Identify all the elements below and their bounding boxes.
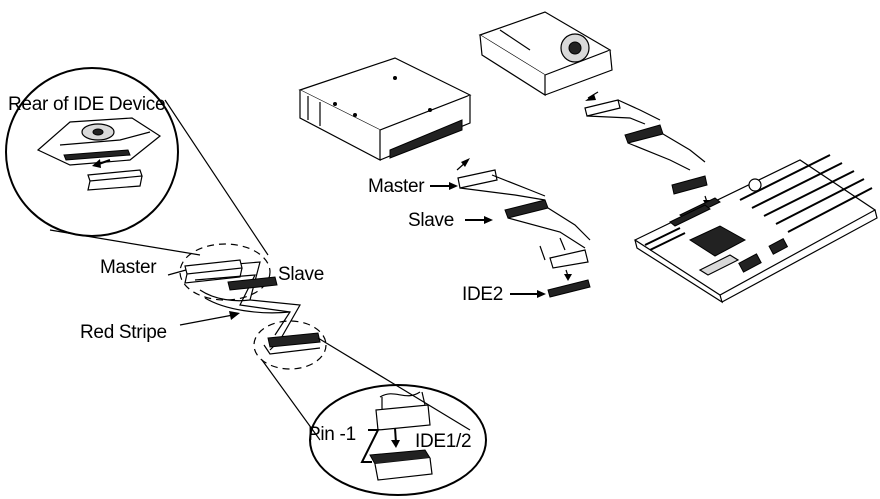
label-pointers	[0, 0, 880, 499]
ide-installation-diagram: Rear of IDE Device Master Slave Red Stri…	[0, 0, 880, 499]
